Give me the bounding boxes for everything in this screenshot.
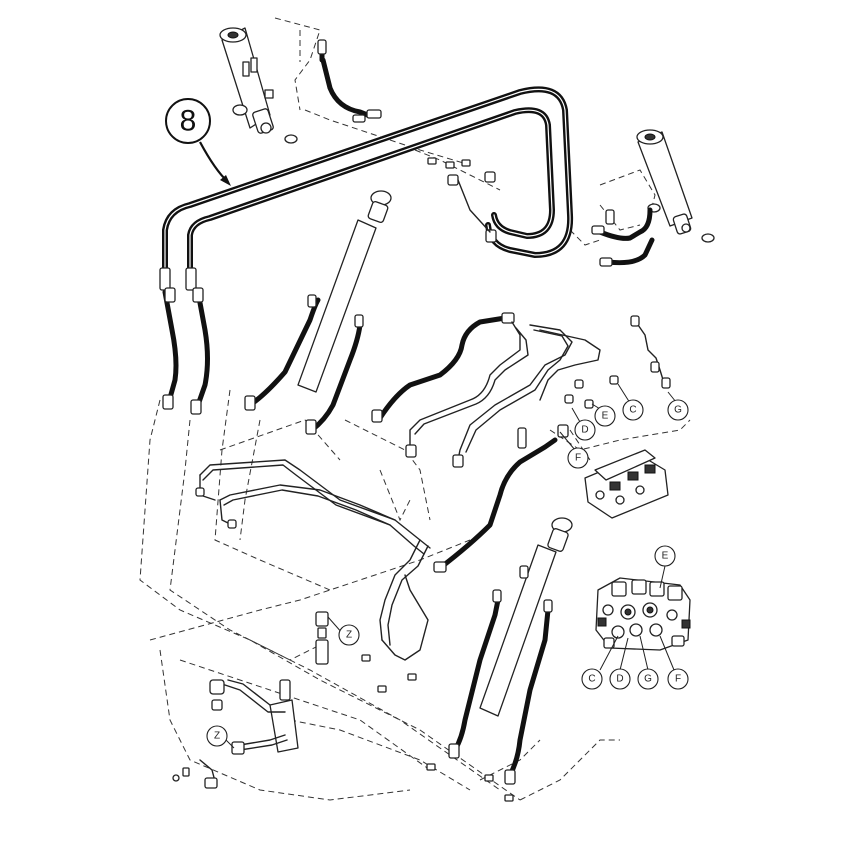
clamp-callouts: Z Z	[206, 624, 360, 749]
left-tube-bundle	[195, 459, 431, 693]
bottom-route-fittings	[426, 763, 514, 802]
port-callout-e: E	[594, 405, 616, 427]
svg-text:F: F	[675, 674, 681, 685]
detail-callout-g: G	[637, 668, 659, 690]
valve-hose	[433, 427, 558, 573]
control-valve	[557, 424, 669, 519]
main-callout-8: 8	[165, 98, 231, 186]
svg-text:E: E	[602, 411, 609, 422]
svg-text:G: G	[674, 405, 682, 416]
left-vertical-hoses	[159, 267, 210, 415]
top-center-hose	[317, 39, 382, 123]
middle-hoses	[371, 312, 601, 468]
svg-text:G: G	[644, 674, 652, 685]
clamp-callout-z-center: Z	[338, 624, 360, 646]
svg-text:8: 8	[180, 105, 197, 138]
svg-text:D: D	[616, 674, 623, 685]
svg-text:C: C	[588, 674, 595, 685]
svg-text:E: E	[662, 551, 669, 562]
valve-detail-inset: E C D G F	[581, 545, 691, 690]
right-small-hoses	[591, 207, 655, 267]
svg-text:F: F	[575, 453, 581, 464]
port-callout-d: D	[574, 419, 596, 441]
middle-left-cylinder	[244, 190, 392, 435]
lower-left-bracket	[172, 679, 299, 789]
clamp-callout-z-lower: Z	[206, 725, 228, 747]
svg-text:Z: Z	[346, 630, 352, 641]
svg-text:D: D	[581, 425, 588, 436]
center-clamp	[315, 611, 344, 665]
detail-callout-d: D	[609, 668, 631, 690]
detail-callout-c: C	[581, 668, 603, 690]
valve-port-callouts: D E C G F	[559, 383, 689, 469]
top-left-cylinder	[219, 27, 298, 144]
port-callout-g: G	[667, 399, 689, 421]
top-route-fittings	[427, 157, 497, 243]
detail-callout-f: F	[667, 668, 689, 690]
svg-text:C: C	[629, 405, 636, 416]
main-loop-hose	[162, 86, 574, 271]
port-callout-f: F	[567, 447, 589, 469]
detail-callout-e: E	[654, 545, 676, 567]
port-callout-c: C	[622, 399, 644, 421]
lower-cylinder	[448, 517, 573, 785]
right-fitting-chain	[564, 315, 671, 409]
svg-text:Z: Z	[214, 731, 220, 742]
